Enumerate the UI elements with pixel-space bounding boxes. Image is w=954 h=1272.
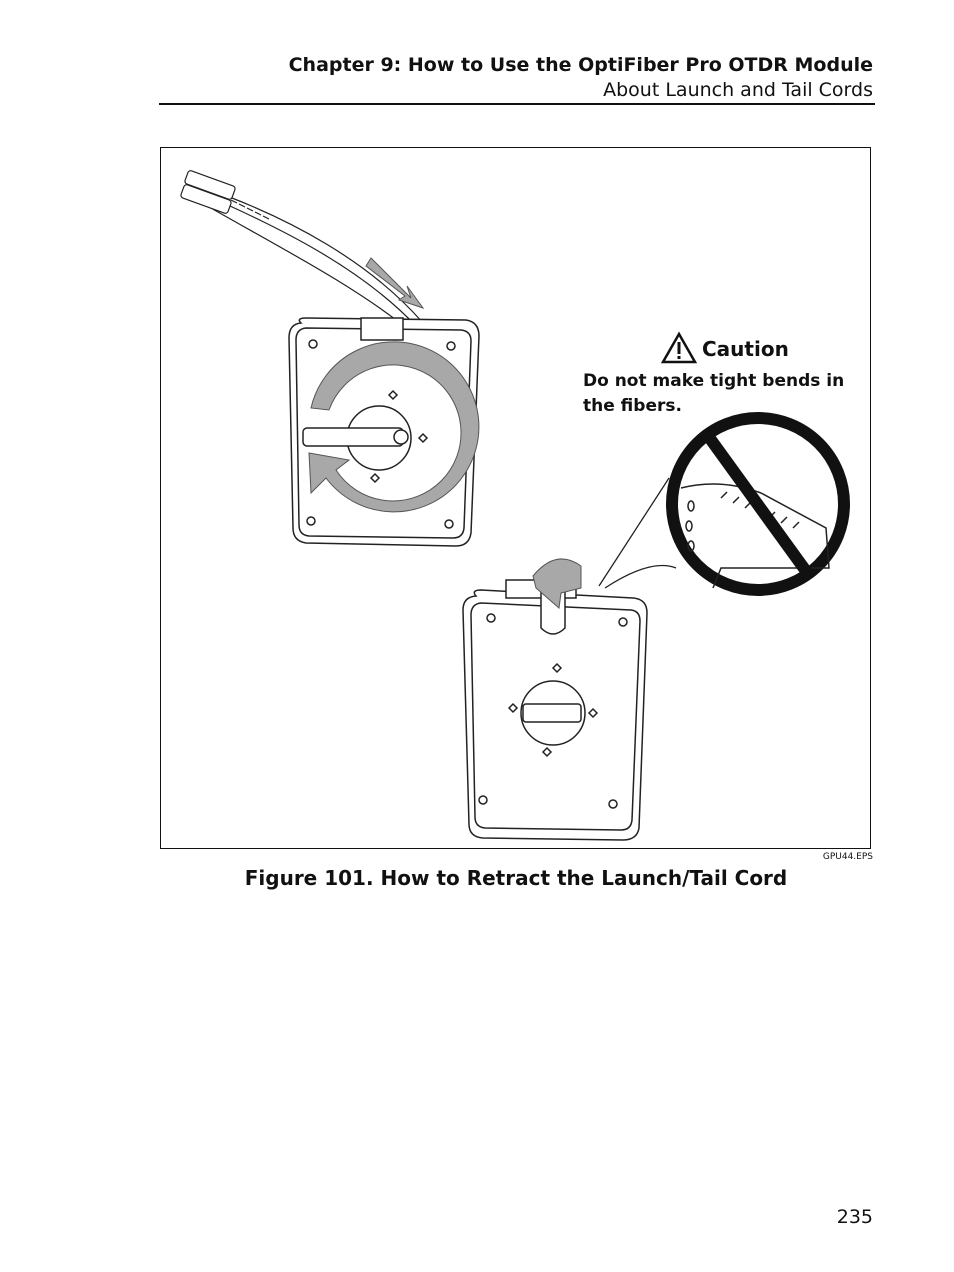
figure-file-label: GPU44.EPS <box>822 852 873 862</box>
caution-title: Caution <box>702 337 789 361</box>
callout-lines <box>598 477 677 589</box>
warning-triangle-icon <box>660 331 698 364</box>
reel-illustration <box>180 170 850 841</box>
figure-caption: Figure 101. How to Retract the Launch/Ta… <box>244 866 788 890</box>
fold-arrow-icon <box>532 558 582 609</box>
chapter-title: Chapter 9: How to Use the OptiFiber Pro … <box>288 54 873 76</box>
fiber-cords <box>180 170 424 331</box>
figure-frame: Caution Do not make tight bends in the f… <box>160 147 871 849</box>
reel-knob <box>302 389 429 484</box>
reel-bottom <box>462 579 648 841</box>
page-number: 235 <box>836 1206 873 1228</box>
section-title: About Launch and Tail Cords <box>603 79 873 101</box>
header-divider <box>159 103 875 105</box>
pull-arrow-icon <box>365 257 425 309</box>
prohibited-sign-icon <box>666 412 850 596</box>
rotate-arrow-icon <box>308 341 480 513</box>
caution-text: Do not make tight bends in the fibers. <box>583 371 845 416</box>
